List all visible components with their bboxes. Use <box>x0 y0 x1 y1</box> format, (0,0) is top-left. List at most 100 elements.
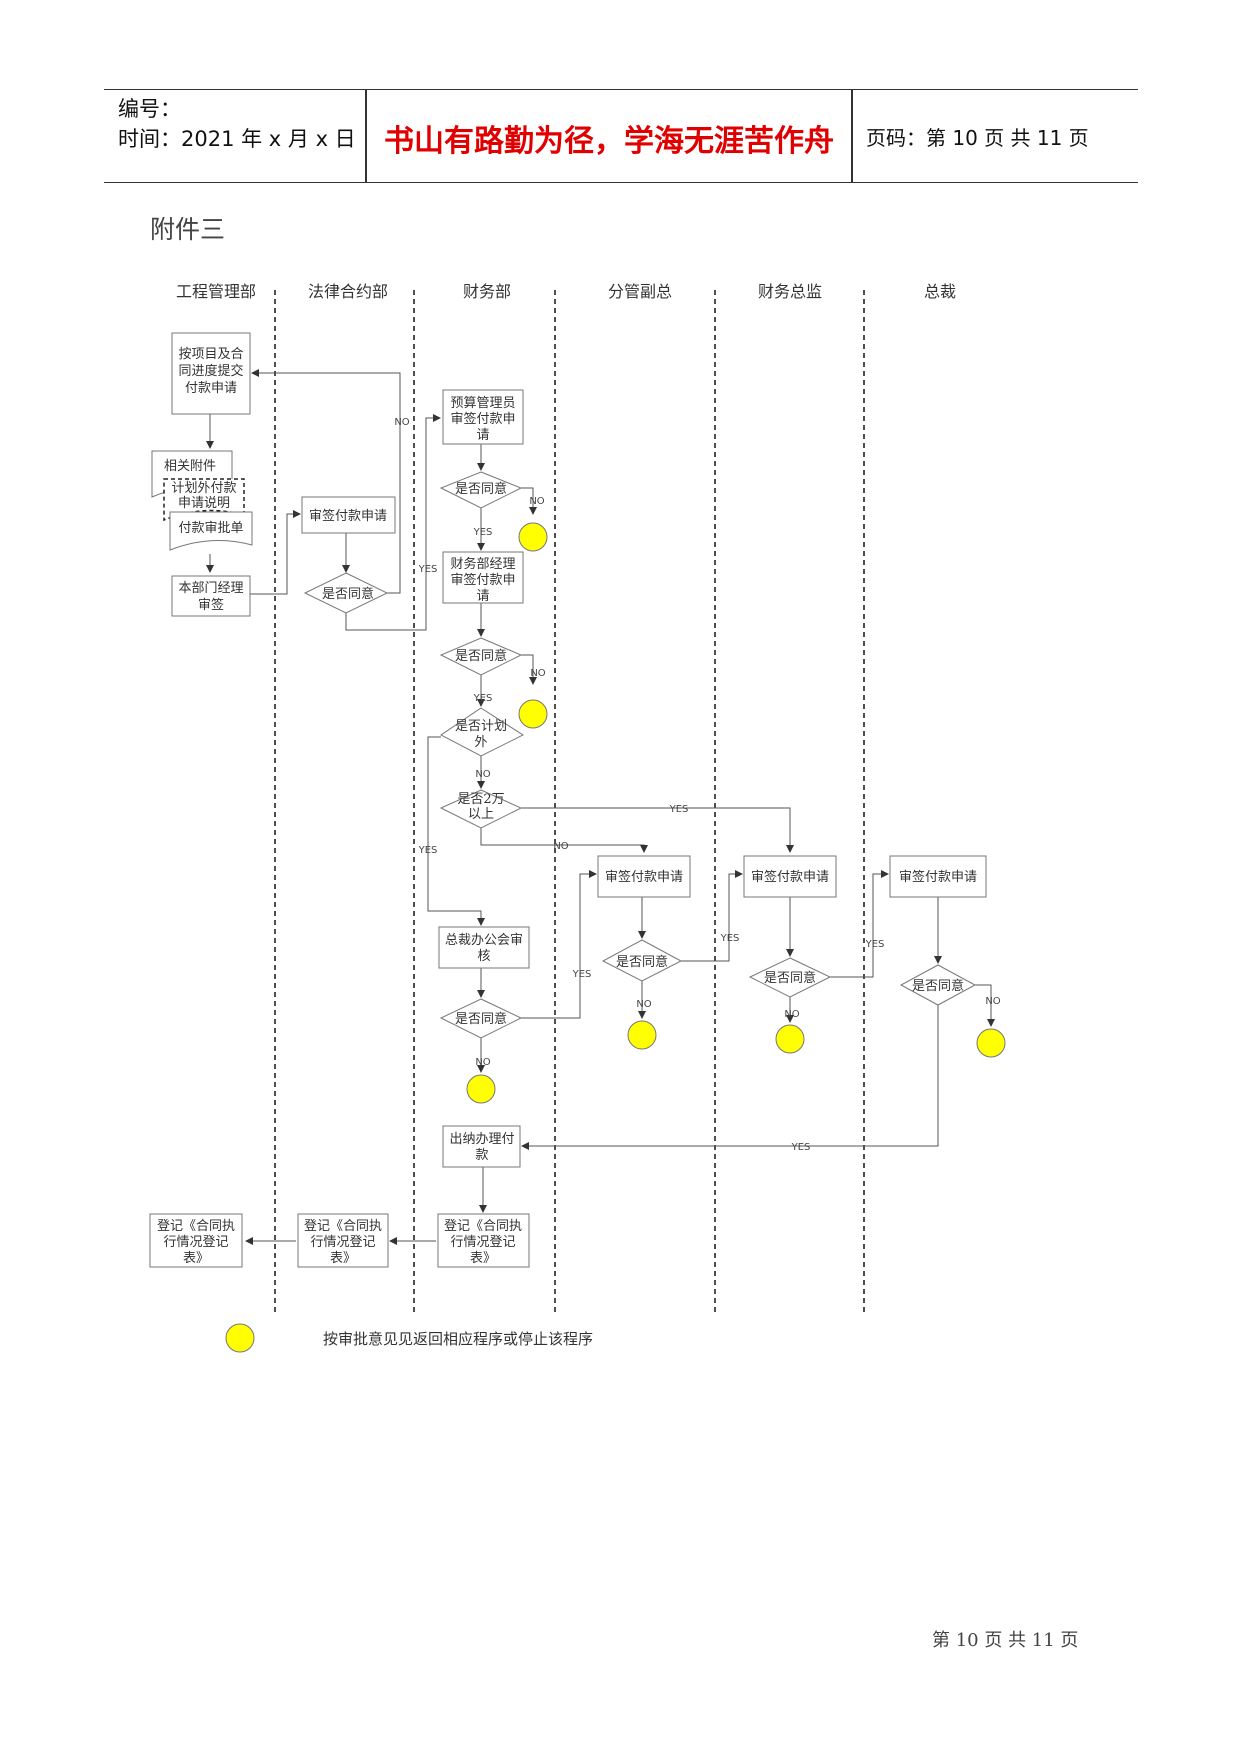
box-text: 请 <box>476 589 489 604</box>
stop-circle <box>466 1074 496 1104</box>
motto: 书山有路勤为径，学海无涯苦作舟 <box>384 124 834 159</box>
box-text: 审签付款申请 <box>751 869 829 885</box>
president-decision <box>899 964 977 1006</box>
decision-text: 是否同意 <box>764 970 816 986</box>
lane-cfo: 财务总监 <box>758 282 822 301</box>
connector-no <box>517 654 537 685</box>
cfo-decision <box>748 957 832 998</box>
cashier-box <box>442 1125 521 1168</box>
vp-decision <box>601 939 683 982</box>
finance-manager-box <box>442 551 524 604</box>
box-text: 审签付款申 <box>450 572 515 588</box>
box-text: 行情况登记 <box>450 1235 515 1250</box>
lane-finance: 财务部 <box>463 282 511 301</box>
connector-yes <box>681 870 743 962</box>
box-text: 总裁办公会审 <box>445 932 523 948</box>
lane-engineering: 工程管理部 <box>176 282 256 301</box>
header-divider <box>365 90 367 182</box>
edge-label-no: NO <box>394 417 409 428</box>
legal-decision <box>303 572 389 614</box>
header-divider <box>851 90 853 182</box>
box-text: 付款申请 <box>185 381 237 396</box>
box-text: 出纳办理付 <box>449 1132 514 1147</box>
vp-review-box <box>597 855 691 898</box>
connector-yes <box>521 1005 939 1150</box>
edge-label-yes: YES <box>669 804 689 815</box>
edge-label-no: NO <box>475 1057 490 1068</box>
box-text: 表》 <box>470 1251 496 1266</box>
box-text: 款 <box>475 1148 488 1163</box>
decision-text: 是否同意 <box>455 1011 507 1027</box>
box-text: 登记《合同执 <box>157 1219 235 1234</box>
box-text: 相关附件 <box>164 459 216 474</box>
box-text: 表》 <box>183 1251 209 1266</box>
box-text: 核 <box>477 949 490 964</box>
stop-circle <box>518 699 548 729</box>
decision-text: 以上 <box>468 807 494 822</box>
register-legal-box <box>297 1213 389 1268</box>
box-text: 按项目及合 <box>178 347 243 362</box>
finance-decision <box>439 637 523 676</box>
edge-label-no: NO <box>985 996 1000 1007</box>
connector-yes <box>521 807 794 853</box>
time-label: 时间：2021 年 x 月 x 日 <box>118 127 356 151</box>
connector-no <box>517 487 537 515</box>
decision-text: 是否同意 <box>322 586 374 602</box>
unplanned-decision <box>440 707 525 757</box>
stop-circle <box>976 1028 1006 1058</box>
box-text: 计划外付款 <box>171 481 236 496</box>
connector <box>250 510 301 595</box>
connector-yes <box>830 870 889 978</box>
cfo-review-box <box>743 855 837 898</box>
decision-text: 外 <box>474 735 487 750</box>
decision-text: 是否2万 <box>457 792 504 807</box>
budget-decision <box>439 471 523 509</box>
decision-text: 是否同意 <box>455 648 507 664</box>
box-text: 审签 <box>198 597 224 613</box>
edge-label-yes: YES <box>791 1142 811 1153</box>
box-text: 行情况登记 <box>163 1235 228 1250</box>
box-text: 请 <box>476 428 489 443</box>
register-finance-box <box>437 1213 530 1268</box>
box-text: 申请说明 <box>178 496 230 511</box>
connector-yes <box>345 414 441 631</box>
page-footer: 第 10 页 共 11 页 <box>932 1630 1079 1651</box>
edge-label-yes: YES <box>473 527 493 538</box>
stop-circle <box>518 522 548 552</box>
box-text: 表》 <box>330 1251 356 1266</box>
edge-label-yes: YES <box>720 933 740 944</box>
box-text: 登记《合同执 <box>444 1219 522 1234</box>
decision-text: 是否同意 <box>455 481 507 497</box>
number-label: 编号： <box>118 97 181 121</box>
box-text: 审签付款申请 <box>605 869 683 885</box>
box-text: 付款审批单 <box>178 521 243 536</box>
stop-circle <box>627 1020 657 1050</box>
page-header: 编号： 时间：2021 年 x 月 x 日 书山有路勤为径，学海无涯苦作舟 页码… <box>104 89 1138 183</box>
box-text: 审签付款申请 <box>899 869 977 885</box>
header-left: 编号： 时间：2021 年 x 月 x 日 <box>118 94 356 154</box>
header-page-label: 页码：第 10 页 共 11 页 <box>866 126 1089 150</box>
stop-circle <box>775 1024 805 1054</box>
edge-label-no: NO <box>784 1009 799 1020</box>
legend-text: 按审批意见见返回相应程序或停止该程序 <box>323 1330 593 1348</box>
lane-vice-president: 分管副总 <box>608 282 672 301</box>
box-text: 财务部经理 <box>450 556 515 572</box>
edge-label-no: NO <box>553 841 568 852</box>
dept-manager-box <box>171 575 251 617</box>
box-text: 审签付款申 <box>450 411 515 427</box>
decision-text: 是否计划 <box>455 719 507 734</box>
decision-text: 是否同意 <box>616 954 668 970</box>
edge-label-yes: YES <box>418 845 438 856</box>
box-text: 本部门经理 <box>178 581 243 596</box>
ceo-office-box <box>438 926 530 969</box>
edge-label-yes: YES <box>572 969 592 980</box>
connector-yes <box>521 870 597 1019</box>
edge-label-no: NO <box>475 769 490 780</box>
budget-admin-box <box>442 389 524 445</box>
payment-approval-doc-shape <box>169 511 253 551</box>
legend-circle <box>225 1323 255 1353</box>
edge-label-no: NO <box>636 999 651 1010</box>
connector-no <box>975 984 995 1027</box>
box-text: 行情况登记 <box>310 1235 375 1250</box>
